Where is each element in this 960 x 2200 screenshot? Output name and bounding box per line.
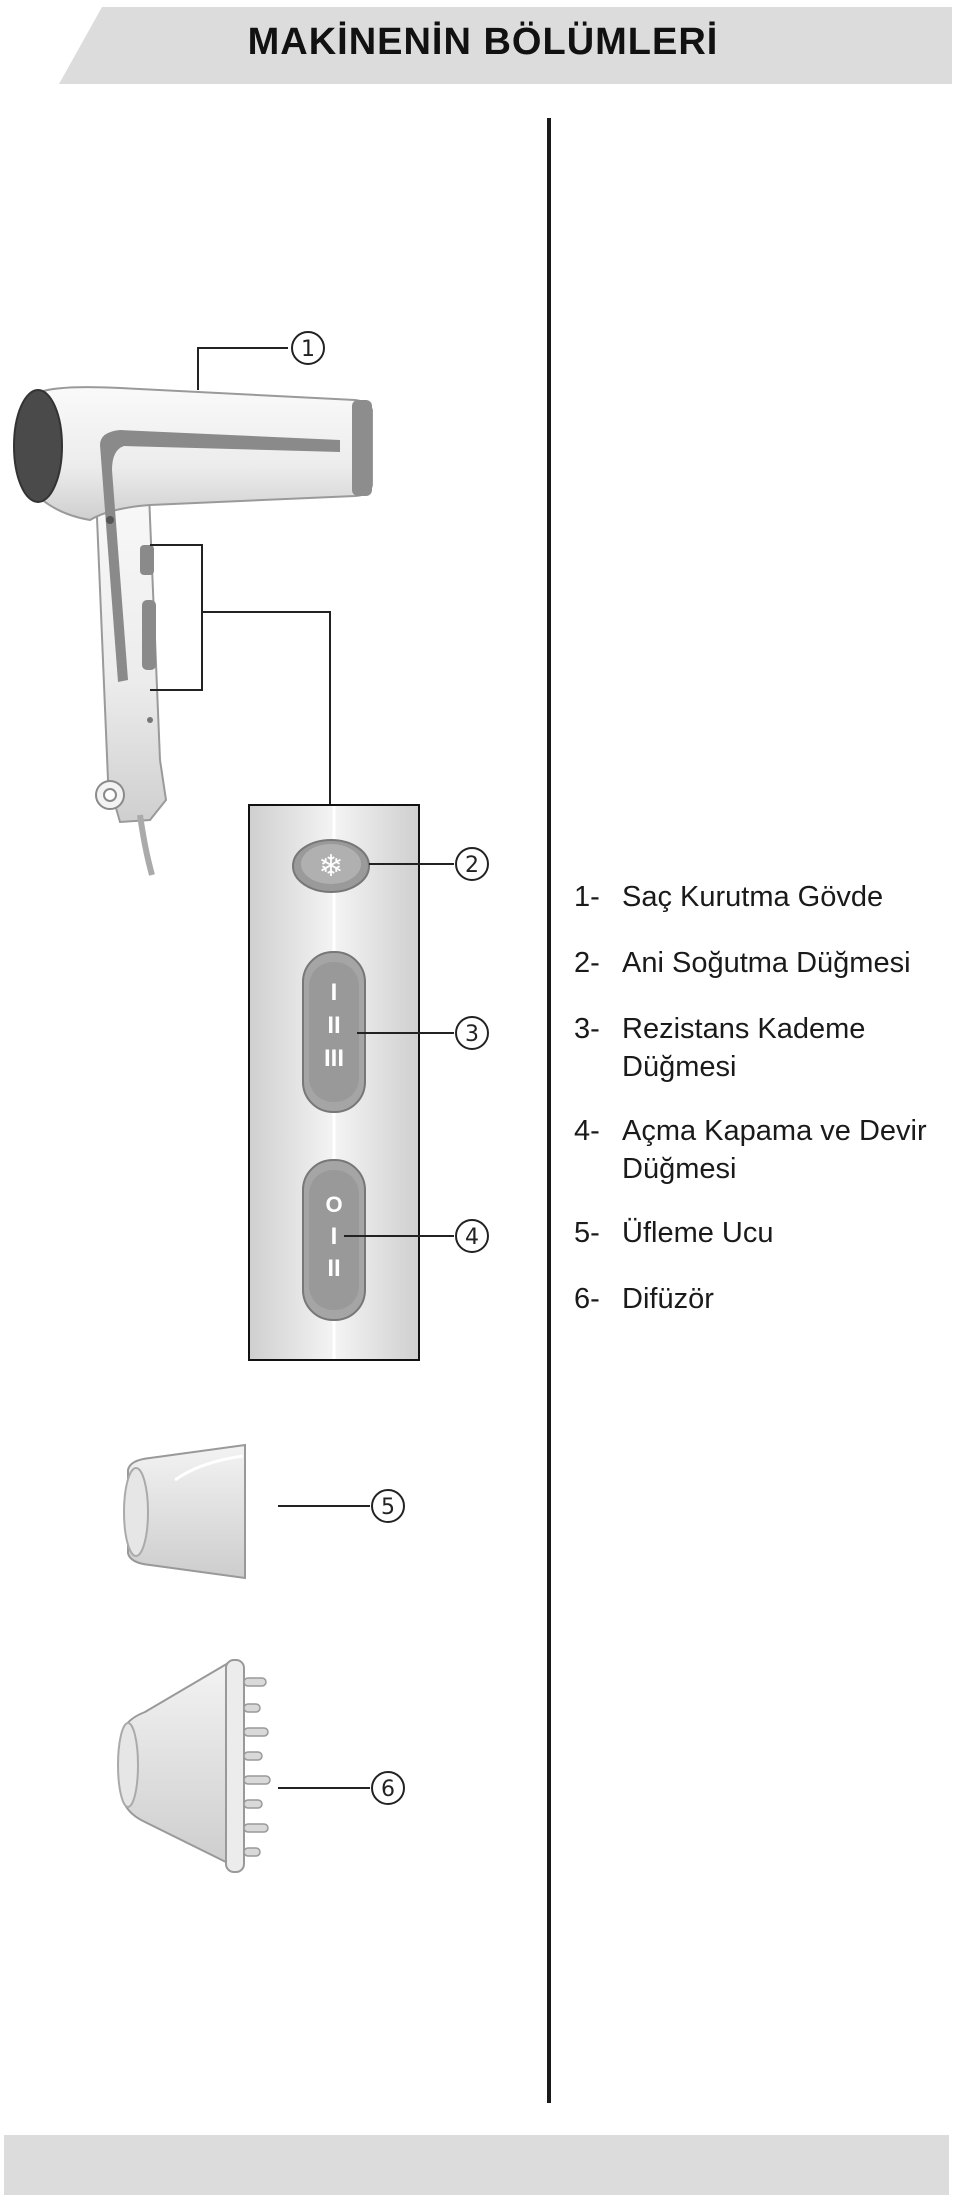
part-number: 5- [574, 1217, 600, 1249]
svg-text:3: 3 [465, 1022, 479, 1047]
part-label: Ani Soğutma Düğmesi [622, 947, 911, 979]
svg-text:4: 4 [465, 1225, 479, 1250]
parts-list: 1- Saç Kurutma Gövde 2- Ani Soğutma Düğm… [574, 878, 944, 1346]
page-title: MAKİNENİN BÖLÜMLERİ [247, 21, 719, 63]
part-number: 3- [574, 1013, 600, 1045]
part-number: 2- [574, 947, 600, 979]
part-label: Difüzör [622, 1283, 714, 1315]
switch-detail-panel: ❄ I II III O I II [248, 804, 420, 1361]
concentrator-nozzle [123, 1443, 246, 1580]
callout-1: 1 [291, 331, 325, 365]
diffuser [117, 1659, 271, 1873]
part-label: Saç Kurutma Gövde [622, 881, 884, 913]
callout-6: 6 [371, 1771, 405, 1805]
part-label: Açma Kapama ve Devir Düğmesi [622, 1115, 927, 1185]
svg-text:I: I [331, 1223, 338, 1250]
hair-dryer-body [13, 386, 373, 876]
list-item: 2- Ani Soğutma Düğmesi [574, 944, 944, 982]
callout-line-1 [197, 347, 288, 390]
svg-text:1: 1 [301, 337, 315, 362]
column-divider [547, 118, 551, 2103]
part-label: Rezistans Kademe Düğmesi [622, 1013, 866, 1083]
parts-figure: 1 ❄ I II III O I II 2 3 4 [13, 331, 489, 1873]
header-band: MAKİNENİN BÖLÜMLERİ [14, 7, 952, 84]
detail-bracket [150, 544, 203, 691]
svg-text:II: II [327, 1255, 340, 1282]
svg-text:I: I [331, 979, 338, 1006]
part-label: Üfleme Ucu [622, 1217, 774, 1249]
svg-text:III: III [324, 1045, 344, 1072]
callout-5: 5 [371, 1489, 405, 1523]
footer-band [4, 2135, 949, 2195]
list-item: 4- Açma Kapama ve Devir Düğmesi [574, 1112, 944, 1188]
list-item: 5- Üfleme Ucu [574, 1214, 944, 1252]
callout-4: 4 [455, 1219, 489, 1253]
callout-2: 2 [455, 847, 489, 881]
svg-text:5: 5 [381, 1495, 395, 1520]
svg-text:II: II [327, 1012, 340, 1039]
list-item: 1- Saç Kurutma Gövde [574, 878, 944, 916]
svg-text:6: 6 [381, 1777, 395, 1802]
detail-leader [202, 611, 331, 805]
list-item: 3- Rezistans Kademe Düğmesi [574, 1010, 944, 1086]
snowflake-icon: ❄ [318, 849, 343, 884]
svg-text:2: 2 [465, 853, 479, 878]
part-number: 4- [574, 1115, 600, 1147]
part-number: 1- [574, 881, 600, 913]
header-notch-stripe [14, 7, 102, 84]
callout-3: 3 [455, 1016, 489, 1050]
list-item: 6- Difüzör [574, 1280, 944, 1318]
svg-text:O: O [325, 1192, 342, 1217]
part-number: 6- [574, 1283, 600, 1315]
